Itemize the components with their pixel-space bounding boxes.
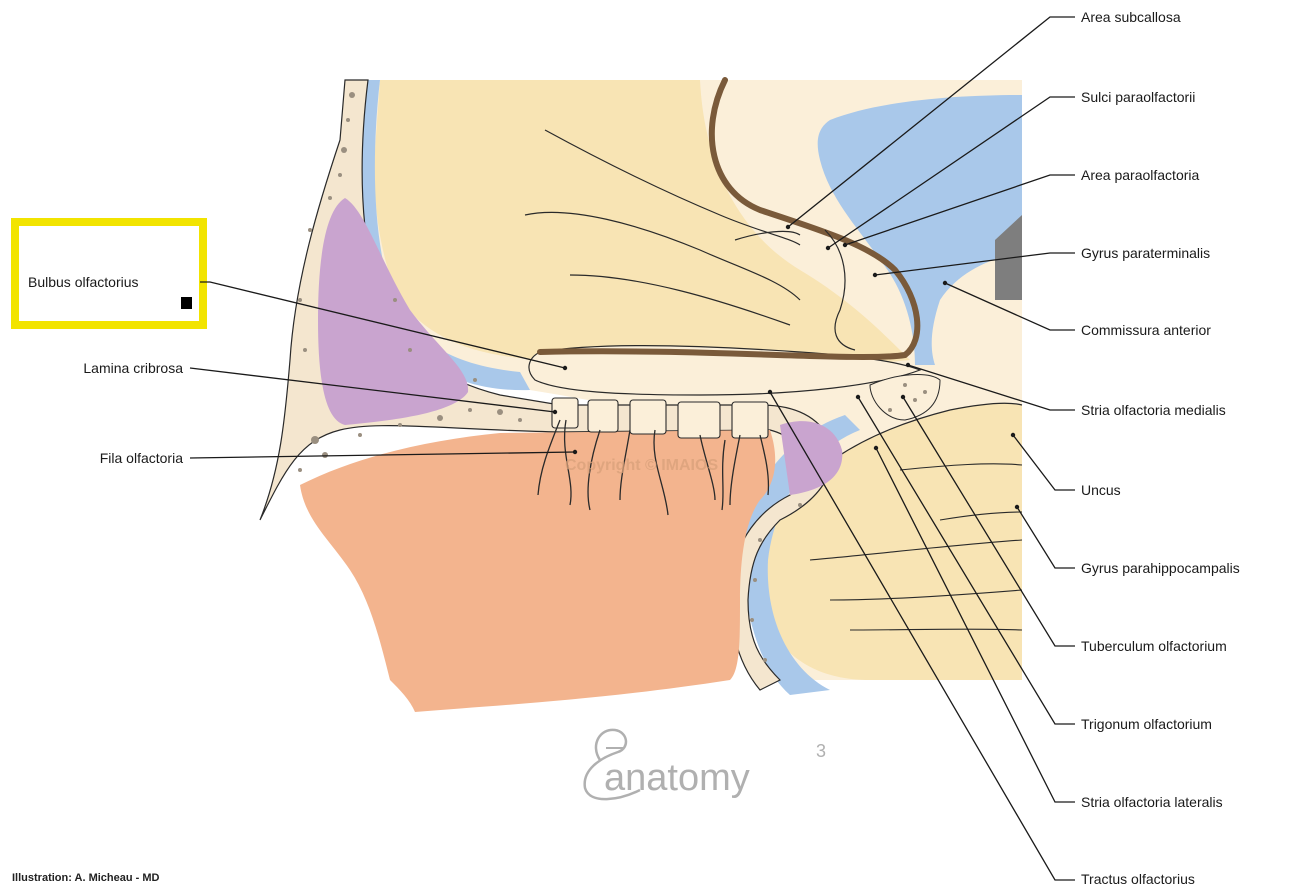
logo-text: anatomy xyxy=(604,757,750,799)
label-gyrus-parahippocampalis: Gyrus parahippocampalis xyxy=(1081,560,1240,576)
label-lamina-cribrosa: Lamina cribrosa xyxy=(83,360,183,376)
eanatomy-logo: anatomy 3 xyxy=(585,730,826,799)
label-stria-olfactoria-lateralis: Stria olfactoria lateralis xyxy=(1081,794,1223,810)
copyright-watermark: Copyright © IMAIOS xyxy=(565,457,718,474)
label-trigonum-olfactorium: Trigonum olfactorium xyxy=(1081,716,1212,732)
label-fila-olfactoria: Fila olfactoria xyxy=(100,450,183,466)
cursor-marker xyxy=(181,297,192,309)
illustration-credit: Illustration: A. Micheau - MD xyxy=(12,872,160,884)
label-commissura-anterior: Commissura anterior xyxy=(1081,322,1211,338)
label-sulci-paraolfactorii: Sulci paraolfactorii xyxy=(1081,89,1195,105)
label-area-paraolfactoria: Area paraolfactoria xyxy=(1081,167,1200,183)
label-stria-olfactoria-medialis: Stria olfactoria medialis xyxy=(1081,402,1226,418)
label-bulbus-olfactorius: Bulbus olfactorius xyxy=(28,274,139,290)
label-tuberculum-olfactorium: Tuberculum olfactorium xyxy=(1081,638,1227,654)
label-gyrus-paraterminalis: Gyrus paraterminalis xyxy=(1081,245,1210,261)
label-area-subcallosa: Area subcallosa xyxy=(1081,9,1181,25)
label-tractus-olfactorius: Tractus olfactorius xyxy=(1081,871,1195,887)
label-uncus: Uncus xyxy=(1081,482,1121,498)
logo-superscript: 3 xyxy=(816,741,826,761)
illustration: Copyright © IMAIOS xyxy=(260,80,1022,712)
